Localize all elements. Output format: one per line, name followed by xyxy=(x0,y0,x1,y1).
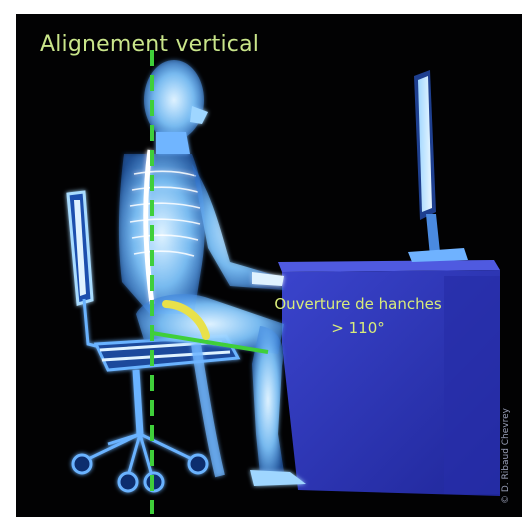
hip-angle-value: > 110° xyxy=(228,316,488,340)
seated-skeleton-figure xyxy=(119,60,306,486)
desk-monitor xyxy=(408,70,468,262)
hip-opening-text: Ouverture de hanches xyxy=(228,292,488,316)
hip-opening-label: Ouverture de hanches > 110° xyxy=(228,292,488,340)
posture-scene xyxy=(16,14,522,517)
photo-credit: © D. Ribaud Chevrey xyxy=(501,408,511,504)
ergonomic-posture-illustration: Alignement vertical Ouverture de hanches… xyxy=(16,14,522,517)
vertical-alignment-label: Alignement vertical xyxy=(40,32,259,57)
